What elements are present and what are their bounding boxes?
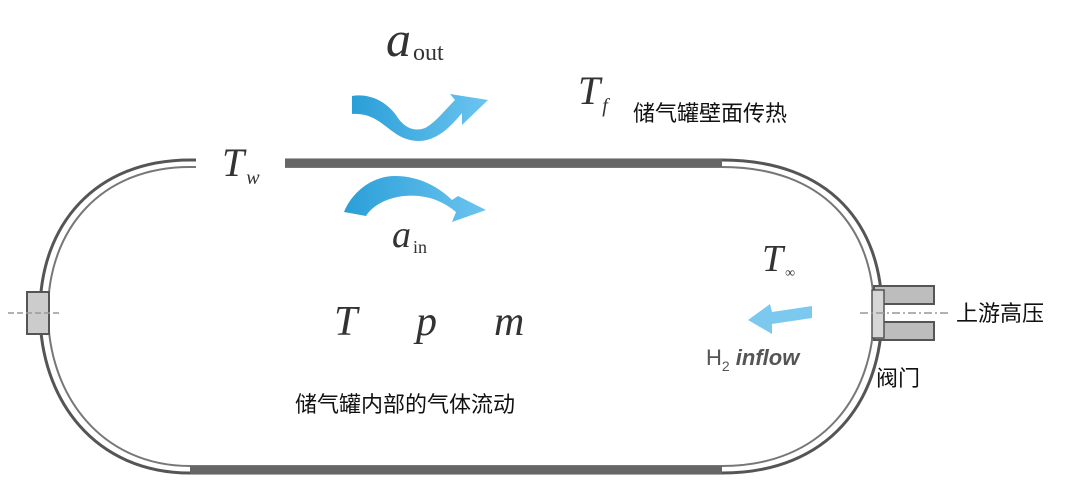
tank-top-wall [285, 159, 722, 167]
pressure-symbol: p [413, 299, 437, 345]
valve-text: 阀门 [876, 367, 920, 392]
internal-gas-flow-text: 储气罐内部的气体流动 [295, 393, 515, 418]
a-in-heat-arrow [344, 176, 486, 222]
h2-inflow-arrow [748, 304, 812, 334]
temperature-symbol: T [334, 299, 360, 345]
upstream-pressure-text: 上游高压 [956, 302, 1044, 327]
a-out-label: aout [386, 11, 444, 67]
tank-bottom-wall [190, 466, 722, 474]
t-inf-label: T∞ [762, 238, 795, 281]
wall-heat-transfer-text: 储气罐壁面传热 [633, 102, 787, 127]
mass-symbol: m [494, 299, 524, 345]
h2-inflow-label: H2 inflow [706, 345, 801, 374]
valve-fitting [860, 285, 950, 341]
a-out-heat-arrow [352, 94, 488, 141]
left-end-fitting [8, 291, 60, 335]
